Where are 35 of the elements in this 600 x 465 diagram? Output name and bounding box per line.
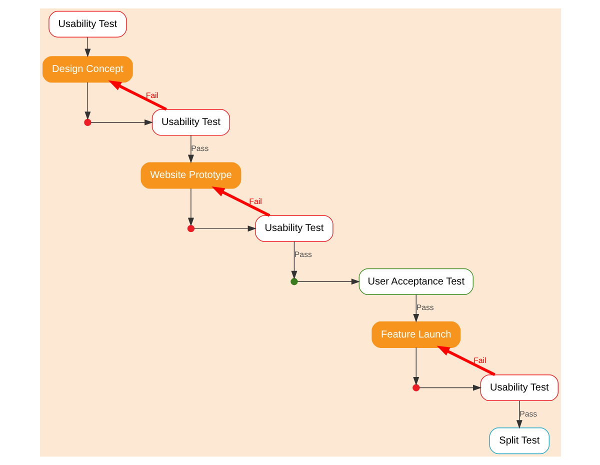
node-box: Usability Test bbox=[48, 10, 126, 38]
arrow bbox=[412, 294, 419, 323]
edge-label: Pass bbox=[190, 144, 208, 153]
arrow bbox=[296, 278, 360, 285]
arrow bbox=[436, 346, 495, 376]
edge-label: Pass bbox=[294, 250, 312, 260]
arrow bbox=[516, 400, 522, 429]
arrow bbox=[211, 186, 270, 217]
edge-label: Fail bbox=[473, 356, 486, 366]
arrow bbox=[90, 119, 153, 126]
node-box: Website Prototype bbox=[140, 162, 241, 189]
node-box: Usability Test bbox=[254, 215, 333, 242]
node-box: Feature Launch bbox=[371, 321, 460, 348]
node-box: Usability Test bbox=[480, 374, 558, 402]
arrow bbox=[108, 80, 166, 111]
arrow bbox=[290, 241, 297, 280]
arrow bbox=[187, 188, 194, 226]
edge-label: Pass bbox=[416, 303, 434, 312]
edge-label: Fail bbox=[145, 90, 158, 100]
edge-label: Fail bbox=[248, 197, 262, 206]
node-circle bbox=[186, 224, 194, 232]
arrow bbox=[187, 135, 194, 164]
arrow bbox=[84, 36, 90, 58]
node-box: User Acceptance Test bbox=[358, 268, 473, 295]
arrow bbox=[193, 226, 256, 232]
node-box: Design Concept bbox=[42, 56, 132, 83]
edge-label: Pass bbox=[519, 409, 537, 418]
node-circle bbox=[412, 384, 420, 392]
node-box: Split Test bbox=[488, 428, 550, 454]
node-circle bbox=[290, 278, 298, 286]
arrow bbox=[418, 384, 482, 391]
arrow bbox=[412, 347, 419, 386]
node-circle bbox=[84, 118, 91, 126]
arrow bbox=[84, 82, 90, 120]
node-box: Usability Test bbox=[151, 109, 230, 136]
